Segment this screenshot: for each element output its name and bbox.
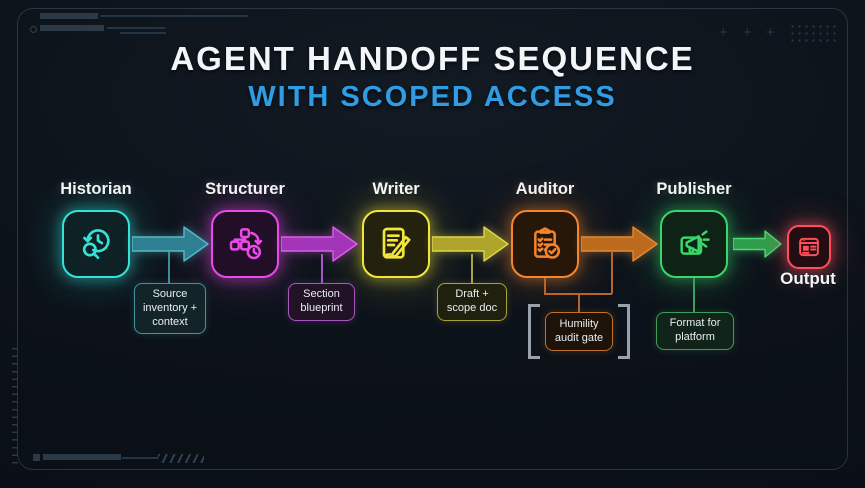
page-title: AGENT HANDOFF SEQUENCE bbox=[170, 40, 695, 77]
connector-auditor-left bbox=[544, 278, 546, 294]
title-block: AGENT HANDOFF SEQUENCE WITH SCOPED ACCES… bbox=[0, 40, 865, 114]
arrow-writer-to-auditor bbox=[432, 226, 509, 262]
output-label: Output bbox=[780, 269, 836, 288]
top-left-line-3 bbox=[120, 32, 166, 34]
top-left-dot bbox=[30, 26, 37, 33]
top-left-line-2 bbox=[107, 27, 165, 29]
agent-label-writer: Writer bbox=[372, 180, 420, 198]
artifact-format-for-platform: Format for platform bbox=[656, 312, 734, 350]
connector-writer-artifact bbox=[471, 254, 473, 283]
connector-structurer-artifact bbox=[321, 254, 323, 283]
plus-mark: + bbox=[719, 24, 728, 41]
megaphone-icon bbox=[680, 230, 710, 255]
arrow-auditor-to-publisher bbox=[581, 226, 658, 262]
agent-label-historian: Historian bbox=[60, 180, 132, 198]
connector-publisher-artifact bbox=[693, 278, 695, 313]
writer-node bbox=[362, 210, 430, 278]
connector-historian-artifact bbox=[168, 252, 170, 283]
plus-mark: + bbox=[743, 24, 752, 41]
artifact-humility-audit-gate: Humility audit gate bbox=[545, 312, 613, 351]
org-chart-clock-icon bbox=[229, 228, 263, 260]
auditor-node bbox=[511, 210, 579, 278]
agent-label-publisher: Publisher bbox=[656, 180, 732, 198]
bottom-left-bar bbox=[43, 454, 121, 460]
connector-auditor-gate bbox=[578, 294, 580, 313]
connector-auditor-horizontal bbox=[544, 293, 612, 295]
publisher-node bbox=[660, 210, 728, 278]
bottom-left-line bbox=[122, 457, 158, 459]
plus-mark: + bbox=[766, 24, 775, 41]
document-pen-icon bbox=[382, 227, 411, 259]
structurer-node bbox=[211, 210, 279, 278]
top-left-line bbox=[100, 15, 248, 17]
historian-node bbox=[62, 210, 130, 278]
browser-output-icon bbox=[799, 237, 819, 257]
history-search-icon bbox=[82, 229, 110, 260]
bottom-left-hatches bbox=[158, 454, 204, 463]
arrow-publisher-to-output bbox=[733, 230, 782, 258]
artifact-section-blueprint: Section blueprint bbox=[288, 283, 355, 321]
artifact-draft-scope-doc: Draft + scope doc bbox=[437, 283, 507, 321]
artifact-source-inventory: Source inventory + context bbox=[134, 283, 206, 335]
output-node bbox=[787, 225, 831, 269]
clipboard-check-icon bbox=[534, 227, 561, 259]
agent-label-structurer: Structurer bbox=[205, 180, 285, 198]
top-left-bar-2 bbox=[40, 25, 104, 31]
bottom-left-square bbox=[33, 454, 40, 461]
arrow-historian-to-structurer bbox=[132, 226, 209, 262]
left-ruler-ticks bbox=[12, 348, 18, 464]
gate-bracket-right bbox=[618, 304, 630, 359]
dot-grid-decoration bbox=[789, 23, 837, 46]
gate-bracket-left bbox=[528, 304, 540, 359]
agent-label-auditor: Auditor bbox=[515, 180, 575, 198]
arrow-structurer-to-writer bbox=[281, 226, 358, 262]
page-subtitle: WITH SCOPED ACCESS bbox=[248, 81, 617, 113]
connector-auditor-right bbox=[611, 252, 613, 294]
top-left-bar bbox=[40, 13, 98, 19]
